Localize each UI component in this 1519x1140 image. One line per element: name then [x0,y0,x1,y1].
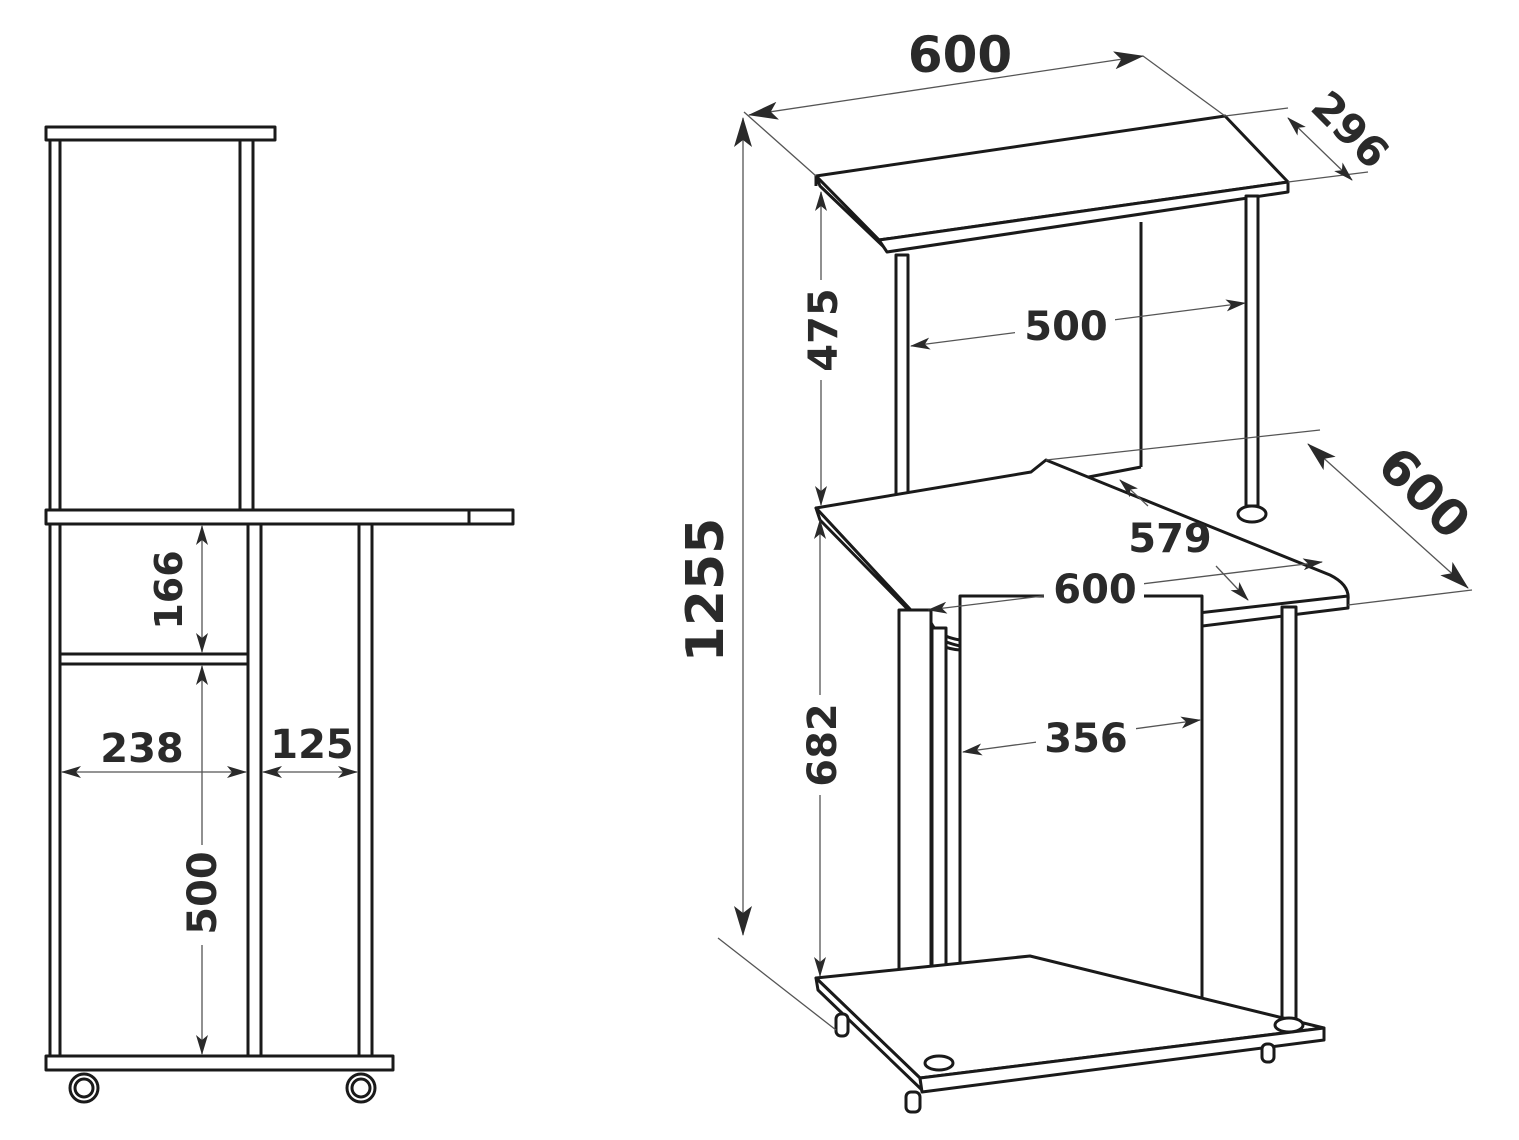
dim-500-post-spacing: 500 [1024,304,1108,350]
side-view: 166 500 238 125 [44,125,515,1104]
dim-500-vertical: 500 [180,851,226,935]
upper-right-post [238,138,255,512]
right-leg [357,522,374,1058]
upper-left-post [48,138,62,512]
iso-caster-1 [904,1090,922,1114]
dim-125: 125 [270,722,354,768]
bottom-board [44,1054,395,1072]
iso-upper-post-right [1244,194,1260,508]
iso-view: 600 296 1255 475 500 600 579 600 682 35 [676,26,1482,1114]
iso-caster-2 [834,1012,850,1038]
dim-356: 356 [1044,716,1128,762]
dim-296: 296 [1302,81,1399,178]
dim-1255: 1255 [676,518,736,663]
dim-166: 166 [147,550,191,629]
caster-right [345,1072,377,1104]
middle-partition [246,522,263,1058]
iso-top-shelf [814,114,1290,254]
iso-caster-3 [1260,1042,1276,1064]
dim-579: 579 [1128,516,1212,562]
inner-shelf [58,652,250,666]
iso-leg-front-right [1280,605,1298,1029]
desktop-board [44,508,515,526]
dim-600-desk-width: 600 [1053,567,1137,613]
dim-682: 682 [800,703,846,787]
dim-475: 475 [801,288,847,372]
dim-600-top-width: 600 [908,26,1012,84]
iso-cabinet-panel [958,594,1204,1033]
iso-bottom-board [814,954,1326,1094]
dim-600-desk-depth: 600 [1367,436,1482,551]
iso-lower-left-panel [897,608,933,972]
lower-left-side [48,522,62,1058]
dim-238: 238 [100,726,184,772]
top-shelf [44,125,277,142]
caster-left [68,1072,100,1104]
